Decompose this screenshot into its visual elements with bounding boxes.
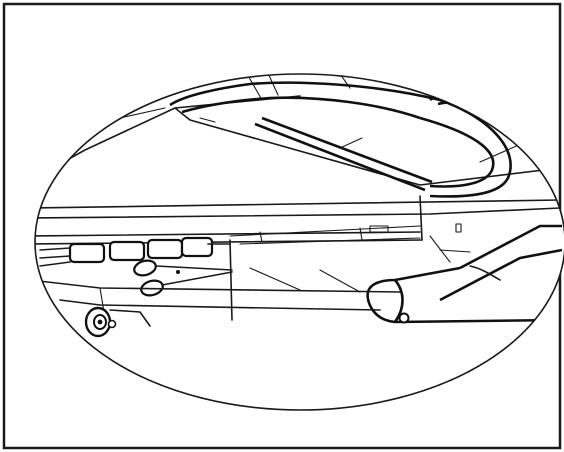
scissors (133, 259, 233, 297)
cable-ties (39, 236, 233, 321)
rear-roller (84, 306, 151, 338)
upright-base (366, 224, 563, 324)
background-uprights (119, 74, 351, 119)
lower-frame (35, 235, 471, 313)
